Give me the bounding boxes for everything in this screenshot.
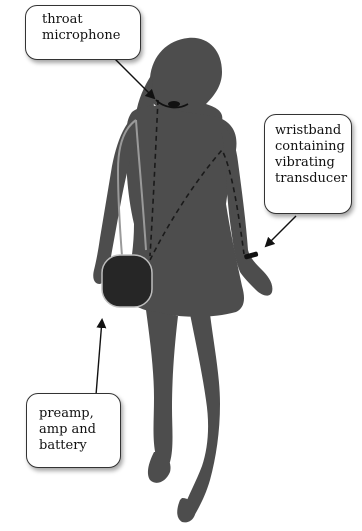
- arrow-wristband: [266, 216, 296, 246]
- arrow-preamp: [96, 320, 102, 395]
- right-leg-shape: [184, 314, 220, 518]
- callout-throat-line-1: throat: [42, 12, 132, 28]
- callout-preamp-line-2: amp and: [39, 422, 112, 438]
- callout-preamp-line-3: battery: [39, 438, 112, 454]
- preamp-bag: [102, 255, 152, 307]
- callout-preamp-line-1: preamp,: [39, 406, 112, 422]
- callout-throat-line-2: microphone: [42, 28, 132, 44]
- callout-wristband-line-1: wristband: [275, 123, 343, 139]
- left-leg-shape: [146, 310, 178, 467]
- callout-preamp: preamp, amp and battery: [26, 393, 121, 468]
- callout-throat-microphone: throat microphone: [25, 5, 141, 60]
- throat-microphone-device: [168, 101, 180, 107]
- callout-wristband: wristband containing vibrating transduce…: [264, 114, 352, 214]
- callout-wristband-line-3: vibrating: [275, 155, 343, 171]
- callout-wristband-line-4: transducer: [275, 171, 343, 187]
- callout-wristband-line-2: containing: [275, 139, 343, 155]
